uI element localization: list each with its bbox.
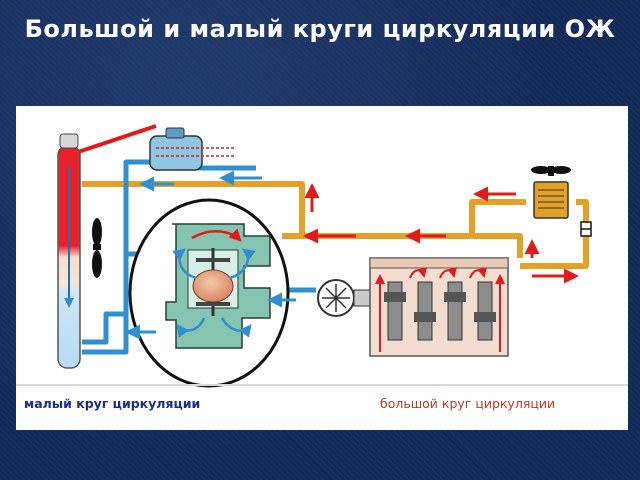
heater-core-icon	[531, 166, 571, 219]
thermostat-icon	[128, 198, 290, 388]
water-pump-icon	[317, 279, 373, 317]
circulation-diagram: малый круг циркуляции большой круг цирку…	[16, 106, 628, 430]
hot-flow-arrows	[303, 183, 579, 284]
engine-block-icon	[369, 257, 509, 357]
legend-small-circle: малый круг циркуляции	[24, 396, 201, 411]
overflow-line	[77, 124, 157, 154]
fan-icon	[92, 218, 102, 278]
cold-flow-arrows	[125, 170, 296, 340]
expansion-tank-icon	[149, 127, 236, 171]
page-title: Большой и малый круги циркуляции ОЖ	[24, 15, 616, 43]
radiator-icon	[57, 133, 81, 369]
diagram-canvas	[57, 124, 592, 388]
legend-divider	[16, 384, 628, 386]
legend-large-circle: большой круг циркуляции	[380, 396, 556, 411]
valve-icon	[580, 221, 592, 237]
